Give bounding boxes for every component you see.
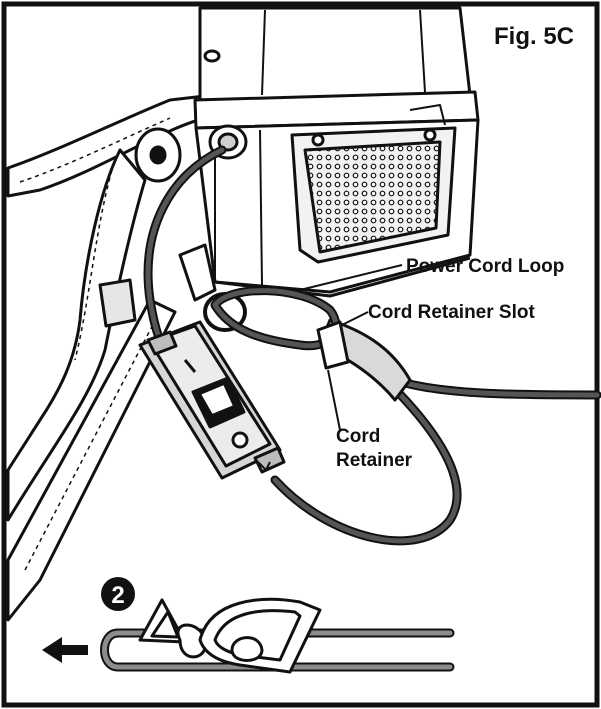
power-cords — [143, 145, 601, 546]
callout-cord-retainer-line1: Cord — [336, 426, 380, 447]
callout-labels: Fig. 5C Power Cord Loop Cord Retainer Sl… — [336, 23, 574, 471]
step-inset: 2 — [42, 577, 455, 674]
belt-straps — [6, 94, 207, 622]
step-number-badge: 2 — [101, 577, 135, 611]
cord-retainer — [178, 243, 412, 402]
inset-retainer — [138, 597, 322, 674]
arrow-left-icon — [42, 637, 88, 663]
callout-power-cord-loop: Power Cord Loop — [406, 256, 564, 277]
step-number: 2 — [111, 582, 124, 609]
inline-switch — [138, 320, 286, 480]
figure-label: Fig. 5C — [494, 23, 574, 50]
leader-lines — [299, 264, 403, 431]
callout-cord-retainer-line2: Retainer — [336, 450, 413, 471]
callout-cord-retainer-slot: Cord Retainer Slot — [368, 302, 535, 323]
motor-housing — [193, 6, 480, 298]
rocker-switch-icon — [191, 376, 246, 429]
reset-button-icon — [231, 431, 249, 449]
